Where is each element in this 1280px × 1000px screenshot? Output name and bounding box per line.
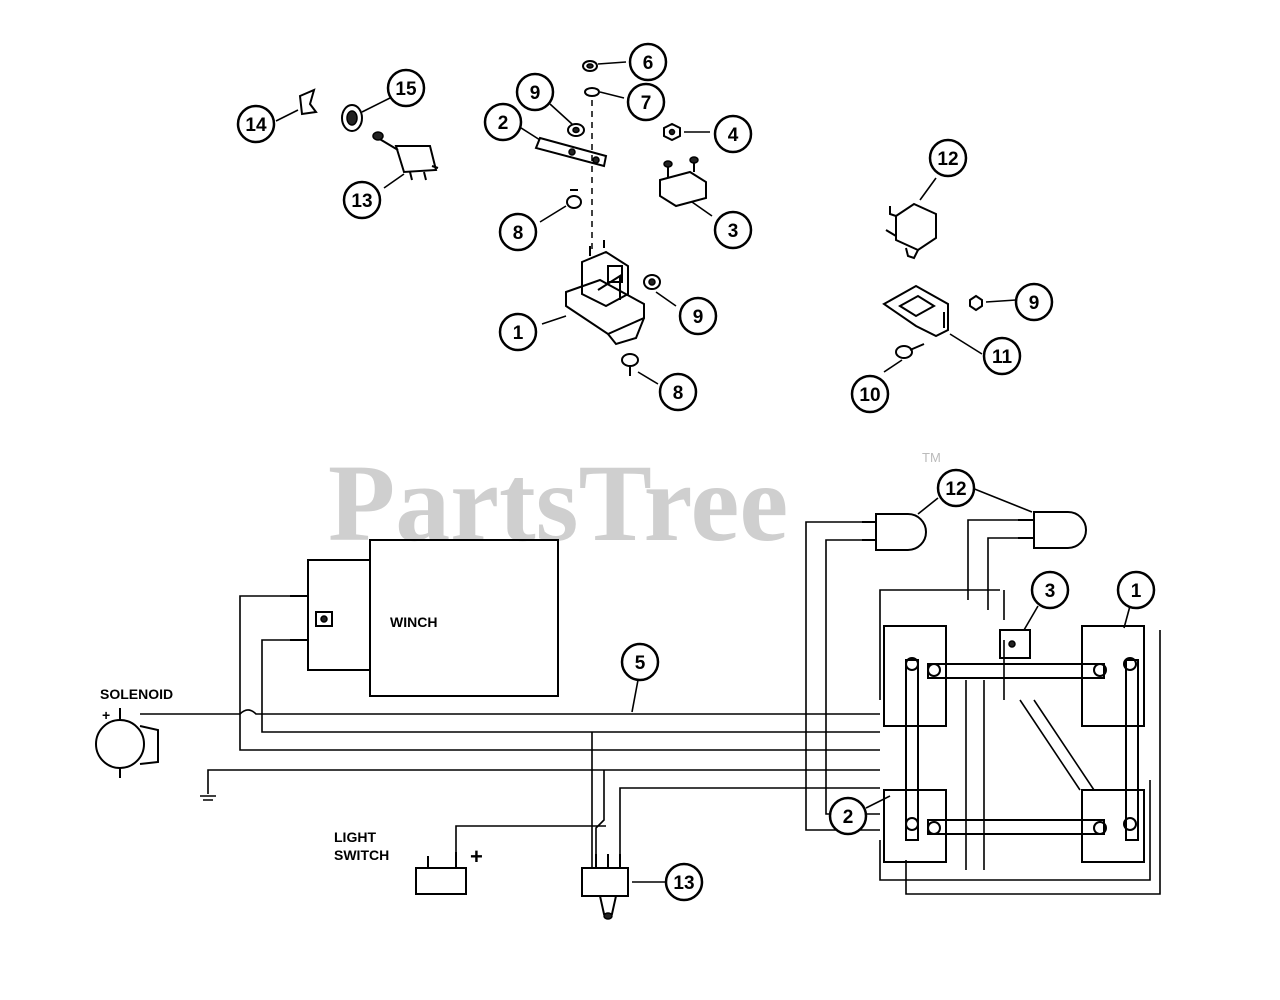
svg-text:5: 5	[635, 653, 646, 674]
part-solenoid	[541, 240, 645, 346]
svg-text:2: 2	[498, 113, 509, 134]
callout-4: 4	[713, 114, 753, 154]
svg-text:10: 10	[859, 385, 880, 406]
part-nut-mid	[643, 274, 677, 307]
winch-label: WINCH	[390, 614, 437, 630]
svg-text:13: 13	[673, 873, 694, 894]
part-bolt	[883, 343, 925, 373]
winch-motor: WINCH	[290, 539, 559, 697]
callout-3-bottom: 3	[1023, 570, 1070, 631]
callout-12-top: 12	[928, 138, 968, 178]
svg-text:6: 6	[643, 53, 654, 74]
callout-2-top: 2	[483, 102, 523, 142]
callout-14: 14	[236, 104, 276, 144]
callout-7: 7	[626, 82, 666, 122]
callout-1-bottom: 1	[1116, 570, 1156, 629]
solenoid-label: SOLENOID	[100, 686, 173, 702]
svg-text:11: 11	[992, 347, 1013, 368]
callout-5: 5	[620, 642, 660, 713]
svg-text:4: 4	[728, 125, 739, 146]
svg-text:9: 9	[1029, 293, 1040, 314]
part-relay	[885, 177, 937, 260]
solenoid-assembly	[879, 625, 1161, 895]
callout-8-top: 8	[498, 212, 538, 252]
battery-plus: +	[470, 844, 483, 869]
svg-text:12: 12	[945, 479, 966, 500]
svg-text:3: 3	[728, 221, 739, 242]
wire-harness	[140, 519, 1018, 868]
callout-3-top: 3	[713, 210, 753, 250]
lamp-right	[1018, 511, 1087, 549]
part-hex-nut	[663, 122, 710, 142]
part-toggle-switch	[372, 131, 439, 189]
svg-text:8: 8	[513, 223, 524, 244]
svg-text:12: 12	[937, 149, 958, 170]
svg-text:13: 13	[351, 191, 372, 212]
light-switch-label-1: LIGHT	[334, 829, 376, 845]
callout-9-right: 9	[1014, 282, 1054, 322]
light-switch-battery: LIGHT SWITCH +	[334, 829, 483, 895]
callout-6: 6	[628, 42, 668, 82]
callout-13-bottom: 13	[632, 862, 704, 902]
light-switch-label-2: SWITCH	[334, 847, 389, 863]
callout-9-top: 9	[515, 72, 555, 112]
callout-8-bottom: 8	[658, 372, 698, 412]
svg-text:8: 8	[673, 383, 684, 404]
lamp-left	[862, 513, 927, 551]
svg-text:1: 1	[513, 323, 524, 344]
part-nut-washer	[582, 60, 627, 250]
callout-13-top: 13	[342, 180, 382, 220]
svg-text:9: 9	[530, 83, 541, 104]
part-nut-right	[969, 294, 1017, 312]
part-screw-top	[539, 189, 582, 223]
callout-2-bottom: 2	[828, 795, 891, 836]
watermark-trademark: TM	[922, 450, 941, 465]
callout-11: 11	[982, 336, 1022, 376]
solenoid-plus: +	[102, 707, 110, 723]
part-ring-nut	[341, 97, 391, 132]
svg-text:14: 14	[245, 115, 267, 136]
part-nut-top	[549, 103, 585, 137]
svg-text:1: 1	[1131, 581, 1142, 602]
part-circuit-breaker	[659, 156, 713, 217]
toggle-switch-symbol	[581, 854, 629, 920]
svg-text:15: 15	[395, 79, 417, 100]
callout-15: 15	[386, 68, 426, 108]
part-screw-bottom	[621, 353, 659, 385]
solenoid-symbol: SOLENOID +	[95, 686, 173, 778]
callout-9-mid: 9	[678, 296, 718, 336]
svg-text:2: 2	[843, 807, 854, 828]
svg-text:7: 7	[641, 93, 652, 114]
callout-12-bottom: 12	[917, 468, 1033, 515]
part-clip	[275, 88, 318, 122]
svg-text:3: 3	[1045, 581, 1056, 602]
callout-1-top: 1	[498, 312, 538, 352]
callout-10: 10	[850, 374, 890, 414]
part-strap	[517, 125, 608, 168]
svg-text:9: 9	[693, 307, 704, 328]
part-bracket	[882, 284, 983, 355]
